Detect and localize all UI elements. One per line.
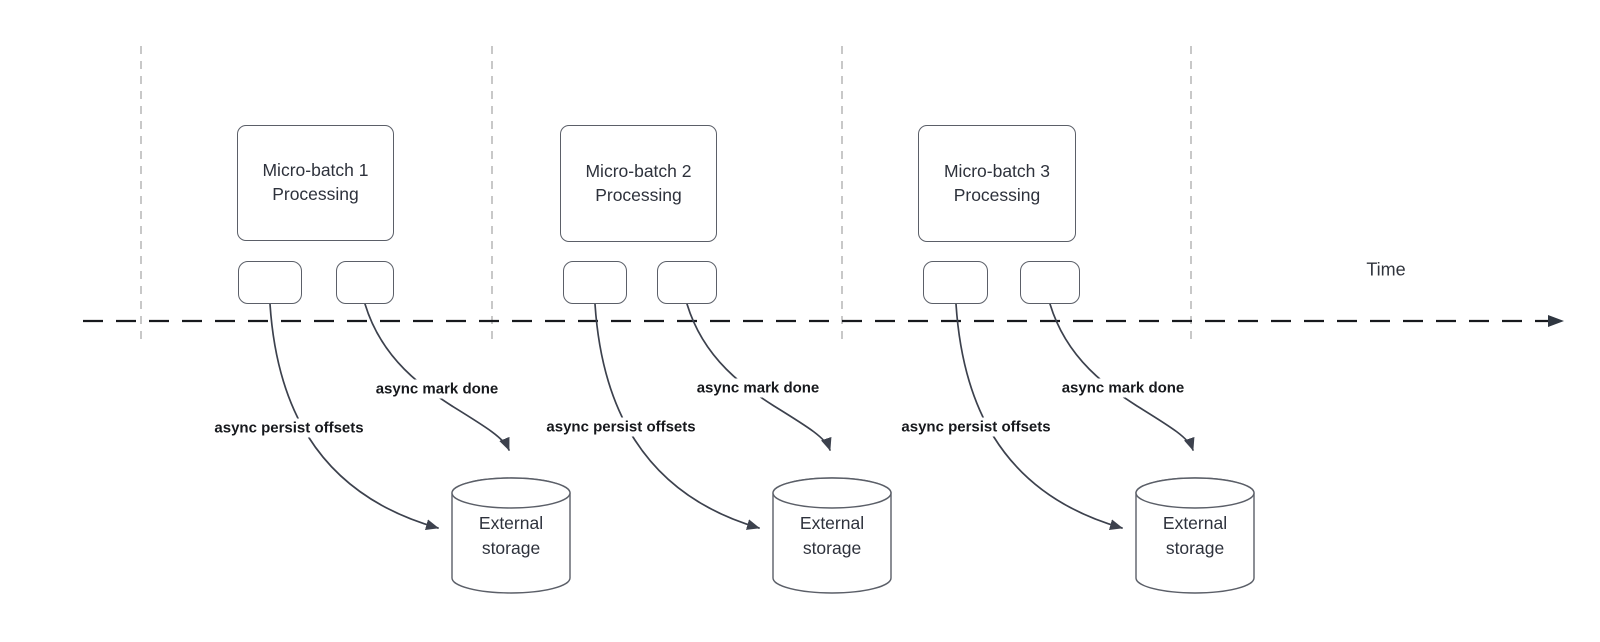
micro-batch-1-markdone-task-box	[336, 261, 394, 304]
micro-batch-2-processing-box: Micro-batch 2 Processing	[560, 125, 717, 242]
time-axis-label: Time	[1366, 259, 1406, 280]
storage-cylinders	[451, 477, 1255, 594]
mark-done-arrow-1	[364, 303, 510, 451]
async-arrows	[269, 303, 1195, 531]
micro-batch-3-processing-box: Micro-batch 3 Processing	[918, 125, 1076, 242]
persist-offsets-arrow-2	[594, 303, 760, 530]
persist-offsets-arrow-3	[955, 303, 1123, 531]
async-persist-offsets-label-3: async persist offsets	[898, 417, 1054, 437]
micro-batch-1-offset-task-box	[238, 261, 302, 304]
timeslot-guide-lines	[140, 46, 1192, 340]
micro-batch-1-processing-box: Micro-batch 1 Processing	[237, 125, 394, 241]
mark-done-arrow-3	[1049, 303, 1195, 451]
storage-cylinder-1	[451, 477, 571, 594]
external-storage-label-1: External storage	[452, 486, 570, 586]
storage-cylinder-3	[1135, 477, 1255, 594]
micro-batch-3-markdone-task-box	[1020, 261, 1080, 304]
async-mark-done-label-2: async mark done	[693, 378, 823, 398]
mark-done-arrow-2	[686, 303, 832, 451]
external-storage-label-2: External storage	[773, 486, 891, 586]
persist-offsets-arrow-1	[269, 303, 439, 531]
micro-batch-3-offset-task-box	[923, 261, 988, 304]
micro-batch-2-offset-task-box	[563, 261, 627, 304]
external-storage-label-3: External storage	[1136, 486, 1254, 586]
external-storage-text-1: External storage	[478, 512, 544, 558]
async-mark-done-label-3: async mark done	[1058, 378, 1188, 398]
micro-batch-2-markdone-task-box	[657, 261, 717, 304]
async-persist-offsets-label-1: async persist offsets	[211, 418, 367, 438]
async-persist-offsets-label-2: async persist offsets	[543, 417, 699, 437]
async-mark-done-label-1: async mark done	[372, 379, 502, 399]
external-storage-text-2: External storage	[799, 512, 865, 558]
storage-cylinder-2	[772, 477, 892, 594]
external-storage-text-3: External storage	[1162, 512, 1228, 558]
